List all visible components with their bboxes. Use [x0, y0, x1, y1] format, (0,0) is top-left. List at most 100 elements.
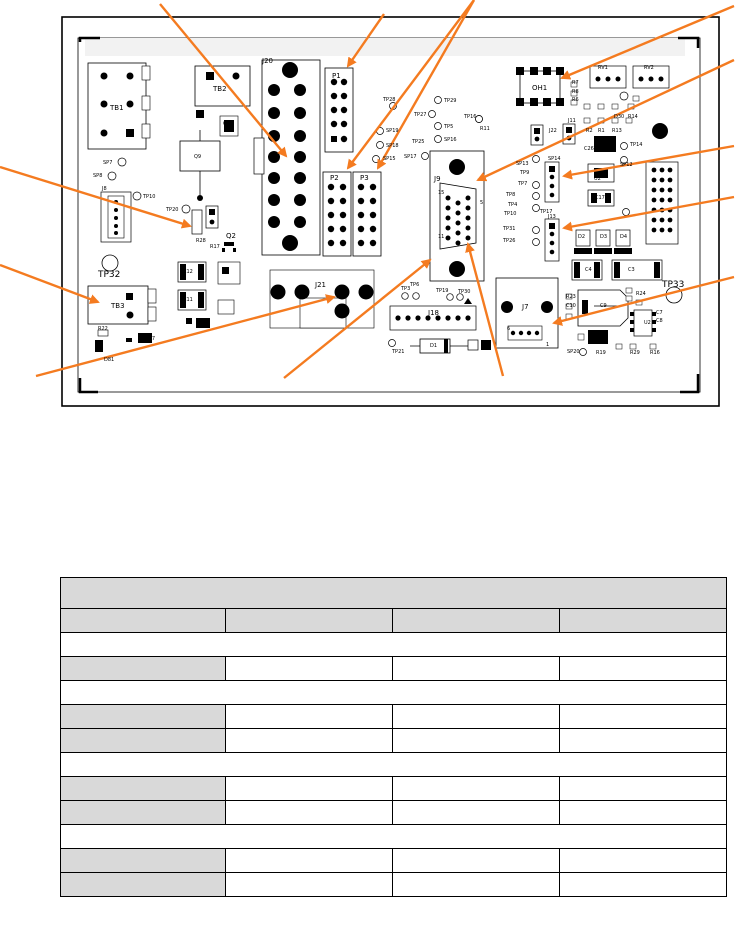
arrow-to-j9: [476, 58, 735, 182]
arrow-to-j20: [159, 3, 288, 158]
test-points-right: [532, 142, 630, 216]
table-cell: [225, 728, 393, 753]
header-j-lower: [544, 218, 560, 262]
connector-j20: [253, 59, 321, 256]
table-cell: [392, 848, 560, 873]
label-d30: D30: [614, 114, 625, 120]
label-tp25: TP25: [412, 139, 425, 145]
table-cell: [225, 848, 393, 873]
arrow-to-header-lower: [562, 195, 735, 232]
label-r29: R29: [630, 350, 640, 356]
table-cell: [392, 800, 560, 825]
table-section-cell: [60, 752, 727, 777]
label-r23: R23: [566, 294, 576, 300]
potentiometer-rv2: [632, 65, 670, 89]
label-r22: R22: [98, 326, 108, 332]
label-tp32: TP32: [98, 270, 121, 280]
table-header-cell: [60, 608, 226, 633]
label-r24: R24: [636, 291, 646, 297]
label-c8: C8: [656, 318, 663, 324]
table-section-row: [60, 680, 727, 705]
test-point-row: [388, 292, 464, 347]
ic-u5: [588, 330, 608, 344]
label-tp7: TP7: [518, 181, 528, 187]
label-tp19: TP19: [436, 288, 449, 294]
label-sp18: SP18: [386, 143, 399, 149]
label-tp20: TP20: [166, 207, 179, 213]
terminal-block-tb1: [87, 62, 151, 150]
label-r14: R14: [628, 114, 638, 120]
label-d81: D81: [104, 357, 115, 363]
label-tp10-left: TP10: [143, 194, 156, 200]
label-r11: R11: [480, 126, 490, 132]
table-cell: [559, 872, 727, 897]
test-point-tp10: [132, 191, 142, 201]
diode-d7: [138, 333, 152, 343]
test-point-tp7: [532, 181, 540, 189]
ic-u2: [630, 309, 656, 337]
label-tb2: TB2: [213, 85, 227, 93]
label-tp30: TP30: [458, 289, 471, 295]
label-c7: C7: [656, 310, 663, 316]
label-q9: Q9: [194, 154, 202, 160]
arrow-to-j7: [552, 275, 735, 326]
diode-d81: [95, 340, 103, 352]
label-c26: C26: [584, 146, 594, 152]
test-point-tp8: [532, 192, 540, 200]
label-tp14: TP14: [630, 142, 643, 148]
transistor-q9: [179, 110, 221, 201]
label-d1: D1: [430, 343, 438, 349]
label-d2: D2: [578, 234, 586, 240]
mounting-hole: [652, 123, 668, 139]
resistor-r28: [191, 209, 203, 235]
table-row: [60, 800, 727, 825]
test-point-tp26: [532, 238, 540, 246]
label-tp26: TP26: [503, 238, 516, 244]
label-j7: J7: [522, 303, 529, 311]
jumper-j13: [530, 124, 544, 146]
label-pin11: 11: [438, 234, 445, 240]
label-oh1: OH1: [532, 84, 548, 92]
label-sp15: SP15: [383, 156, 396, 162]
label-sp20: SP20: [567, 349, 580, 355]
table-cell: [559, 656, 727, 681]
pcb-diagram: [0, 0, 735, 407]
label-tb3: TB3: [111, 302, 125, 310]
label-sp8: SP8: [93, 173, 103, 179]
label-tp8: TP8: [506, 192, 516, 198]
header-j-upper: [544, 161, 560, 203]
label-r7: R7: [572, 80, 579, 86]
table-cell: [225, 656, 393, 681]
connector-j18: [389, 298, 477, 331]
table-header-cell: [559, 608, 727, 633]
table-row: [60, 728, 727, 753]
label-c10: C10: [566, 303, 576, 309]
table-section-row: [60, 824, 727, 849]
table-cell: [559, 728, 727, 753]
label-tp9: TP9: [520, 170, 530, 176]
label-tp27: TP27: [414, 112, 427, 118]
table-section-cell: [60, 824, 727, 849]
test-point-tp20: [181, 204, 191, 214]
label-c11: C11: [183, 297, 193, 303]
label-j18: J18: [428, 309, 439, 317]
test-point-cluster: [372, 96, 483, 163]
label-tp4: TP4: [508, 202, 518, 208]
label-pin6: 6: [507, 326, 511, 332]
label-j8: J8: [102, 186, 107, 192]
header-p3: [352, 171, 382, 257]
component-small: [196, 318, 210, 328]
label-d3: D3: [600, 234, 608, 240]
table-cell: [559, 776, 727, 801]
connector-j7: [495, 277, 559, 349]
connector-db-right: [645, 161, 679, 245]
table-row: [60, 656, 727, 681]
table-cell: [225, 800, 393, 825]
label-p1: P1: [332, 72, 341, 80]
test-point-sp7: [117, 157, 127, 167]
arrow-to-header-upper: [562, 144, 735, 180]
table-row-header-cell: [60, 872, 226, 897]
arrow-to-j21: [35, 294, 336, 378]
terminal-block-tb3: [87, 285, 157, 325]
